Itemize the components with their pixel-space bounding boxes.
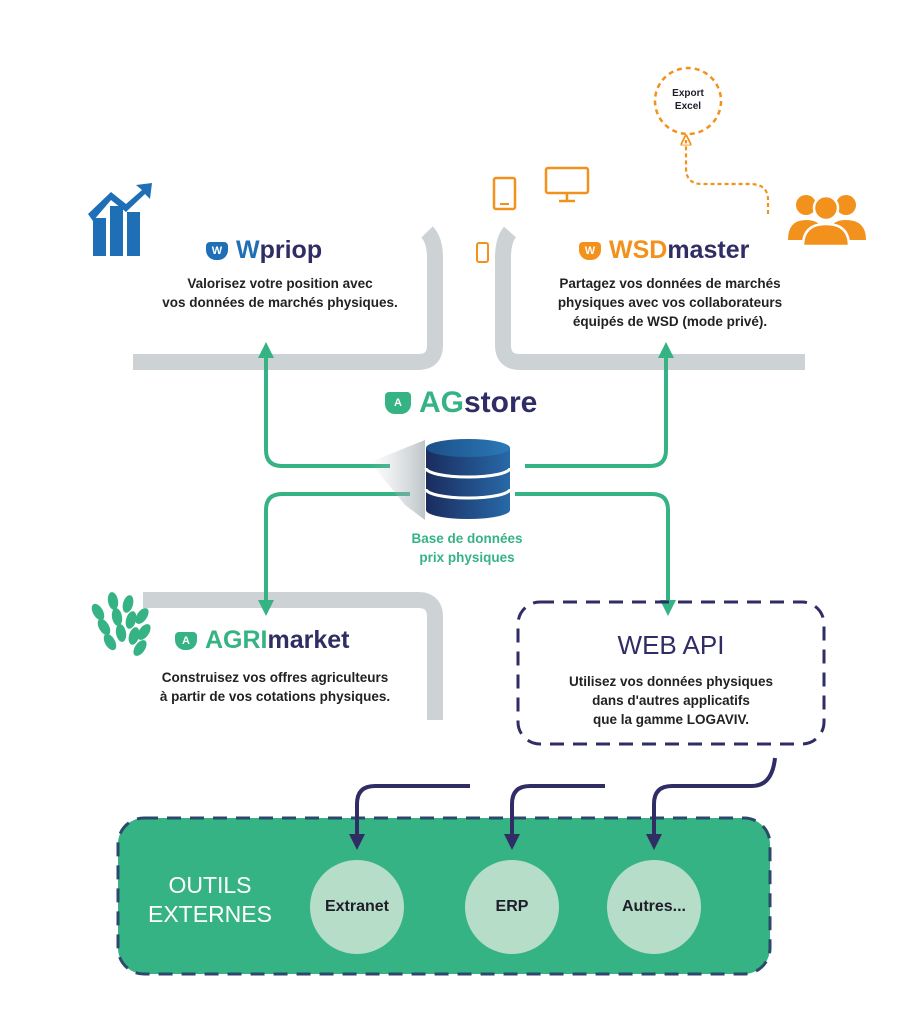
- wsdmaster-brand: W WSDmaster: [579, 236, 749, 265]
- webapi-box: [516, 600, 826, 746]
- agstore-brand: A AGstore: [385, 386, 537, 420]
- agstore-title: AGstore: [419, 386, 538, 419]
- wpriop-logo-icon: W: [206, 241, 228, 260]
- arrow-to-wpriop: [258, 342, 390, 468]
- wsdmaster-title: WSDmaster: [609, 236, 750, 264]
- wpriop-frame: [133, 226, 443, 370]
- agrimarket-brand: A AGRImarket: [175, 626, 350, 655]
- arrow-to-extranet: [349, 784, 470, 850]
- tablet-icon: [492, 176, 517, 211]
- arrow-to-webapi: [515, 492, 676, 616]
- webapi-title: WEB API: [617, 630, 725, 660]
- arrow-to-autres: [646, 757, 777, 850]
- agstore-logo-icon: A: [385, 392, 411, 414]
- outils-box: [116, 816, 772, 976]
- agrimarket-title: AGRImarket: [205, 626, 350, 654]
- growth-chart-icon: [88, 183, 152, 256]
- export-circle: [653, 66, 723, 136]
- extranet-circle: Extranet: [310, 860, 404, 954]
- wsdmaster-frame: [495, 226, 805, 370]
- phone-icon: [476, 242, 489, 263]
- autres-circle: Autres...: [607, 860, 701, 954]
- agrimarket-frame: [143, 592, 443, 720]
- wsdmaster-logo-icon: W: [579, 241, 601, 260]
- agrimarket-logo-icon: A: [175, 631, 197, 650]
- users-group-icon: [788, 194, 866, 248]
- arrow-to-wsdmaster: [525, 342, 674, 468]
- arrow-to-erp: [504, 784, 605, 850]
- database-icon: [424, 439, 512, 519]
- erp-circle: ERP: [465, 860, 559, 954]
- export-arrow: [686, 140, 770, 214]
- database-shadow: [370, 440, 425, 520]
- arrow-to-agrimarket: [258, 492, 410, 616]
- wpriop-title: Wpriop: [236, 236, 323, 264]
- wpriop-brand: W Wpriop: [206, 236, 322, 265]
- wheat-icon: [91, 592, 151, 656]
- monitor-icon: [544, 166, 590, 203]
